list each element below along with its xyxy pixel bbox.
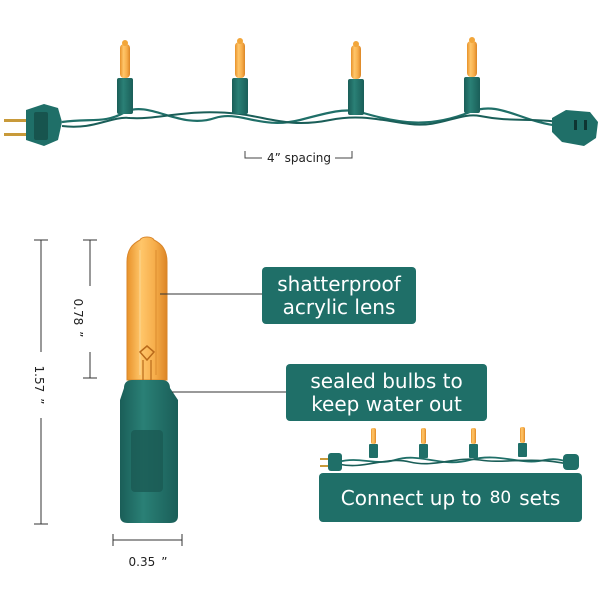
small-socket-icon <box>563 454 579 470</box>
sealed-feature-badge: sealed bulbs to keep water out <box>286 364 487 421</box>
total-height-label: 1.57” <box>32 366 46 405</box>
total-height-dimension: 1.57” <box>30 239 52 525</box>
mini-bulb-3 <box>348 41 364 115</box>
large-bulb <box>120 236 178 523</box>
mini-bulb-1 <box>117 40 133 114</box>
sealed-feature-line-2: keep water out <box>311 391 462 416</box>
light-strand-small <box>320 427 579 471</box>
connect-text: Connect up to <box>340 485 482 510</box>
connect-unit: sets <box>519 485 561 510</box>
width-label: 0.35” <box>129 555 168 569</box>
spacing-dimension: 4” spacing <box>244 151 353 165</box>
lens-feature-badge: shatterproof acrylic lens <box>262 267 416 324</box>
connect-count: 80 <box>489 487 512 508</box>
small-bulb-2 <box>419 428 428 458</box>
lens-height-label: 0.78” <box>71 299 85 338</box>
mini-bulb-2 <box>232 38 248 114</box>
mini-bulb-4 <box>464 37 480 113</box>
lens-feature-line-1: shatterproof <box>277 271 401 296</box>
lens-feature-line-2: acrylic lens <box>282 294 396 319</box>
lens-height-dimension: 0.78” <box>71 239 101 379</box>
small-bulb-3 <box>469 428 478 458</box>
small-bulb-4 <box>518 427 527 457</box>
small-plug-icon <box>320 453 342 471</box>
width-dimension: 0.35” <box>112 534 183 569</box>
connect-sets-badge: Connect up to 80 sets <box>319 473 582 522</box>
female-socket-icon <box>552 110 598 146</box>
spacing-label: 4” spacing <box>267 151 331 165</box>
small-bulb-1 <box>369 428 378 458</box>
male-plug-icon <box>4 104 62 146</box>
sealed-feature-line-1: sealed bulbs to <box>310 368 463 393</box>
light-strand-top <box>4 37 598 146</box>
